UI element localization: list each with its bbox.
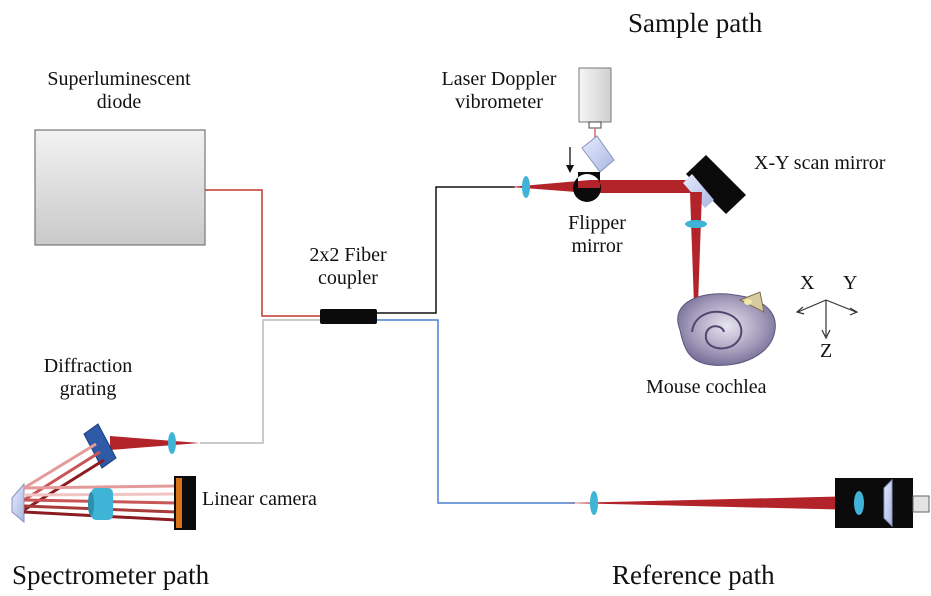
spectrometer-focusing-lens-cap <box>88 492 94 516</box>
mouse-cochlea <box>677 291 776 366</box>
reference-beam <box>565 496 860 510</box>
sample-collimator-lens <box>522 176 530 198</box>
fiber-coupler-line1: 2x2 Fiber <box>309 244 387 266</box>
flipper-mirror-label: Flipper mirror <box>550 212 644 258</box>
flip-arrow-head <box>566 165 574 173</box>
xy-scan-mirror-label: X-Y scan mirror <box>754 152 886 174</box>
diffraction-grating-label: Diffraction grating <box>34 355 142 401</box>
flipper-mirror-plate <box>581 135 615 173</box>
sample-beam-vertical <box>690 192 702 305</box>
ldv-aperture <box>588 121 602 129</box>
spectrometer-fiber <box>200 319 322 444</box>
spectrometer-path-label: Spectrometer path <box>12 560 210 590</box>
fiber-coupler-line2: coupler <box>318 267 378 289</box>
superluminescent-line1: Superluminescent <box>47 68 191 90</box>
axis-z-label: Z <box>820 340 833 362</box>
reference-collimator-lens <box>590 491 598 515</box>
ldv-label: Laser Doppler vibrometer <box>420 68 578 114</box>
flipper-mirror-mount <box>573 172 601 202</box>
superluminescent-diode-label: Superluminescent diode <box>28 68 210 114</box>
linear-camera-label: Linear camera <box>202 488 317 510</box>
laser-doppler-vibrometer <box>578 67 612 123</box>
linear-camera-sensor <box>176 478 182 528</box>
objective-lens <box>685 220 707 228</box>
reference-path-label: Reference path <box>612 560 775 590</box>
superluminescent-line2: diode <box>96 91 142 113</box>
flipper-line2: mirror <box>571 235 623 257</box>
superluminescent-diode-box <box>34 129 206 246</box>
fiber-coupler <box>320 309 377 324</box>
axis-y-label: Y <box>843 272 858 294</box>
reference-actuator <box>912 495 930 513</box>
mouse-cochlea-label: Mouse cochlea <box>646 376 767 398</box>
reference-mirror-housing <box>835 478 913 528</box>
sample-fiber <box>376 186 515 314</box>
ldv-line1: Laser Doppler <box>441 68 557 90</box>
spectrometer-collimator-lens <box>168 432 176 454</box>
sample-beam-horizontal <box>510 180 703 193</box>
xy-scan-mirror-face <box>683 174 714 208</box>
reference-housing-lens <box>854 491 864 515</box>
reference-mirror <box>883 478 893 528</box>
xy-scan-mirror <box>686 155 746 214</box>
source-fiber <box>205 189 322 317</box>
sample-path-label: Sample path <box>628 8 763 38</box>
axes-indicator <box>795 299 859 340</box>
axis-x-label: X <box>800 272 815 294</box>
ldv-line2: vibrometer <box>455 91 543 113</box>
diffraction-line2: grating <box>59 378 117 400</box>
spectrometer-concave-mirror <box>11 482 25 524</box>
flipper-line1: Flipper <box>568 212 626 234</box>
diffraction-line1: Diffraction <box>43 355 133 377</box>
spectrometer-focusing-lens <box>91 488 113 520</box>
spectrometer-input-beam <box>110 436 200 450</box>
reference-fiber <box>376 319 575 504</box>
diffraction-grating <box>83 423 117 469</box>
fiber-coupler-label: 2x2 Fiber coupler <box>292 244 404 290</box>
